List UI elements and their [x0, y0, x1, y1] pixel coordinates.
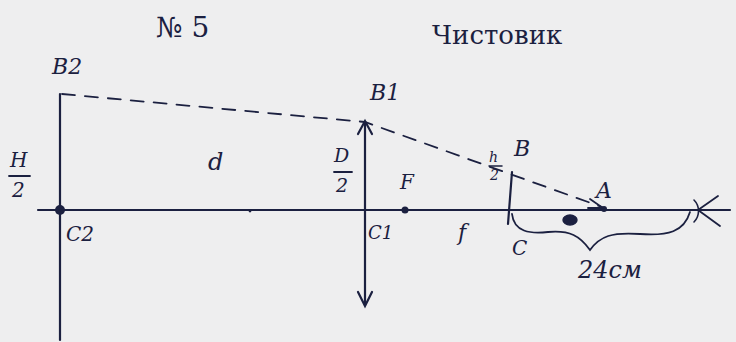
- point-label: C2: [66, 224, 94, 244]
- focus-dot: [402, 207, 409, 214]
- point-dot: [601, 206, 607, 212]
- problem-number: № 5: [156, 14, 209, 42]
- focus-label: F: [400, 172, 414, 192]
- optical-axis: [38, 209, 730, 211]
- point-label: A: [596, 180, 612, 202]
- eye-mark: [698, 196, 720, 226]
- point-label: B1: [370, 82, 400, 104]
- point-label: B: [514, 138, 530, 160]
- aperture: [508, 172, 512, 224]
- ink-blob: [563, 215, 577, 225]
- eye-mark: [694, 200, 699, 222]
- fraction-top: D: [334, 146, 349, 165]
- lens: [364, 122, 366, 305]
- fraction-bottom: 2: [490, 168, 499, 182]
- ink-dot: [249, 210, 252, 213]
- fraction-top: H: [10, 150, 27, 170]
- screen-line: [59, 94, 61, 340]
- distance-label: f: [458, 222, 466, 244]
- point-label: C: [512, 238, 527, 258]
- fraction-bottom: 2: [336, 176, 348, 195]
- distance-label: d: [208, 150, 223, 174]
- ray: [62, 94, 602, 207]
- fraction-bar: [334, 171, 352, 173]
- dimension-label: 24см: [578, 258, 642, 282]
- fraction-bar: [9, 175, 30, 177]
- lens-arrowhead: [358, 292, 372, 306]
- point-label: B2: [52, 56, 82, 78]
- fraction-bottom: 2: [12, 180, 25, 200]
- dimension-brace: [512, 212, 690, 250]
- fraction-top: h: [489, 150, 498, 164]
- point-dot: [55, 205, 65, 215]
- note-title: Чистовик: [432, 22, 562, 48]
- point-label: C1: [368, 224, 393, 242]
